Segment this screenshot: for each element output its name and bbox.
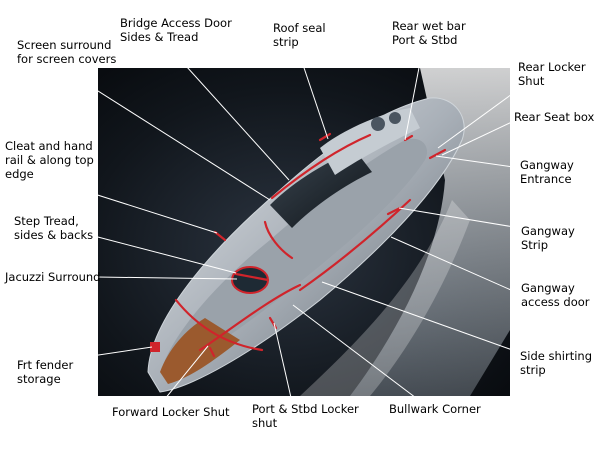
label-forward-locker-shut: Forward Locker Shut bbox=[112, 405, 230, 419]
label-side-shirting-strip: Side shirting strip bbox=[520, 349, 593, 377]
label-cleat-hand-rail: Cleat and hand rail & along top edge bbox=[5, 139, 94, 181]
label-gangway-access-door: Gangway access door bbox=[521, 281, 590, 309]
label-step-tread: Step Tread, sides & backs bbox=[14, 214, 94, 242]
label-jacuzzi-surround: Jacuzzi Surround bbox=[5, 270, 101, 284]
label-gangway-strip: Gangway Strip bbox=[521, 224, 575, 252]
yacht-deck bbox=[162, 138, 428, 372]
label-gangway-entrance: Gangway Entrance bbox=[520, 158, 574, 186]
label-bullwark-corner: Bullwark Corner bbox=[389, 402, 481, 416]
flybridge-seat bbox=[389, 112, 401, 124]
windscreen bbox=[270, 150, 372, 228]
label-rear-locker-shut: Rear Locker Shut bbox=[518, 60, 586, 88]
label-bridge-access-door: Bridge Access Door Sides & Tread bbox=[120, 16, 232, 44]
label-frt-fender-storage: Frt fender storage bbox=[17, 358, 74, 386]
label-rear-seat-box: Rear Seat box bbox=[514, 110, 595, 124]
roof bbox=[320, 108, 420, 175]
label-roof-seal-strip: Roof seal strip bbox=[273, 21, 326, 49]
label-port-stbd-locker-shut: Port & Stbd Locker shut bbox=[252, 402, 359, 430]
flybridge-seat bbox=[371, 117, 385, 131]
label-screen-surround: Screen surround for screen covers bbox=[17, 38, 117, 66]
label-rear-wet-bar: Rear wet bar Port & Stbd bbox=[392, 19, 466, 47]
fender-storage-mark bbox=[150, 342, 160, 352]
